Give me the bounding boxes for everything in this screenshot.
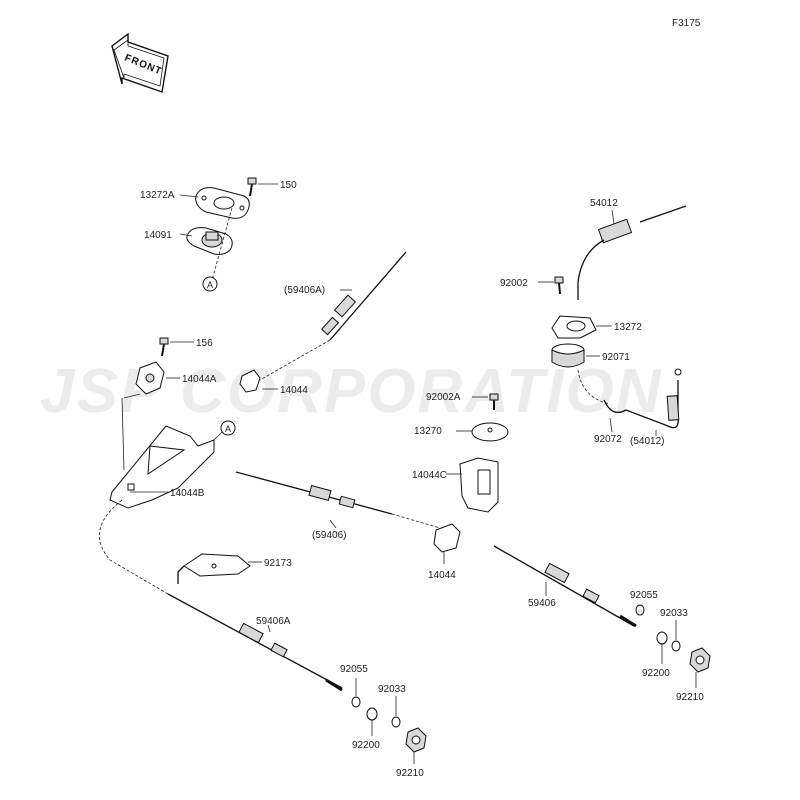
label-92210-right: 92210 bbox=[676, 692, 704, 703]
label-92071: 92071 bbox=[602, 352, 630, 363]
ref-circle-a-top bbox=[202, 276, 218, 292]
cable-59406A-lower bbox=[167, 593, 343, 692]
bolt-92002 bbox=[554, 276, 564, 295]
gasket-13270 bbox=[471, 422, 509, 442]
label-92033-right: 92033 bbox=[660, 608, 688, 619]
nut-92210-right bbox=[689, 647, 711, 673]
clamp-14044-top bbox=[239, 369, 261, 393]
label-156: 156 bbox=[196, 338, 213, 349]
label-92033-left: 92033 bbox=[378, 684, 406, 695]
washer-92033-left bbox=[391, 716, 401, 728]
label-92072: 92072 bbox=[594, 434, 622, 445]
bracket-14044B bbox=[109, 425, 215, 509]
washer-92033-right bbox=[671, 640, 681, 652]
label-92002: 92002 bbox=[500, 278, 528, 289]
ref-a-bracket: A bbox=[225, 424, 231, 434]
label-92055-right: 92055 bbox=[630, 590, 658, 601]
cable-54012 bbox=[577, 205, 687, 300]
cable-59406-upper bbox=[235, 471, 441, 529]
label-14044C: 14044C bbox=[412, 470, 447, 481]
label-14044-top: 14044 bbox=[280, 385, 308, 396]
label-13272: 13272 bbox=[614, 322, 642, 333]
bolt-92002A bbox=[489, 393, 499, 410]
label-92173: 92173 bbox=[264, 558, 292, 569]
label-59406A-paren: (59406A) bbox=[284, 285, 325, 296]
label-54012: 54012 bbox=[590, 198, 618, 209]
washer-92055-left bbox=[351, 696, 361, 708]
bolt-150 bbox=[247, 177, 257, 197]
label-92210-left: 92210 bbox=[396, 768, 424, 779]
label-150: 150 bbox=[280, 180, 297, 191]
label-54012-paren: (54012) bbox=[630, 436, 664, 447]
ref-circle-a-bracket bbox=[220, 420, 236, 436]
label-14091: 14091 bbox=[144, 230, 172, 241]
clamp-92072 bbox=[603, 399, 627, 414]
grommet-92071 bbox=[551, 343, 585, 368]
label-14044A: 14044A bbox=[182, 374, 217, 385]
gasket-13272 bbox=[551, 315, 597, 339]
label-59406-paren: (59406) bbox=[312, 530, 346, 541]
cable-59406A-upper bbox=[259, 251, 407, 381]
nut-92210-left bbox=[405, 727, 427, 753]
washer-92055-right bbox=[635, 604, 645, 616]
label-92055-left: 92055 bbox=[340, 664, 368, 675]
figure-code: F3175 bbox=[672, 18, 701, 29]
washer-92200-right bbox=[656, 631, 668, 645]
label-92200-right: 92200 bbox=[642, 668, 670, 679]
clamp-14044A bbox=[135, 361, 165, 395]
washer-92200-left bbox=[366, 707, 378, 721]
label-59406A: 59406A bbox=[256, 616, 291, 627]
label-14044B: 14044B bbox=[170, 488, 205, 499]
cable-54012-lower bbox=[625, 368, 682, 429]
clamp-14044-mid bbox=[433, 523, 461, 553]
label-92200-left: 92200 bbox=[352, 740, 380, 751]
cable-59406-lower bbox=[493, 545, 637, 628]
label-13272A: 13272A bbox=[140, 190, 175, 201]
bolt-156 bbox=[159, 337, 169, 357]
label-59406: 59406 bbox=[528, 598, 556, 609]
ref-a-top: A bbox=[207, 280, 213, 290]
grommet-14091 bbox=[186, 227, 233, 255]
bracket-14044C bbox=[459, 457, 499, 513]
label-14044-mid: 14044 bbox=[428, 570, 456, 581]
label-92002A: 92002A bbox=[426, 392, 461, 403]
plate-92173 bbox=[177, 553, 251, 584]
gasket-13272A bbox=[195, 187, 250, 219]
label-13270: 13270 bbox=[414, 426, 442, 437]
front-arrow-icon: FRONT bbox=[111, 32, 169, 93]
